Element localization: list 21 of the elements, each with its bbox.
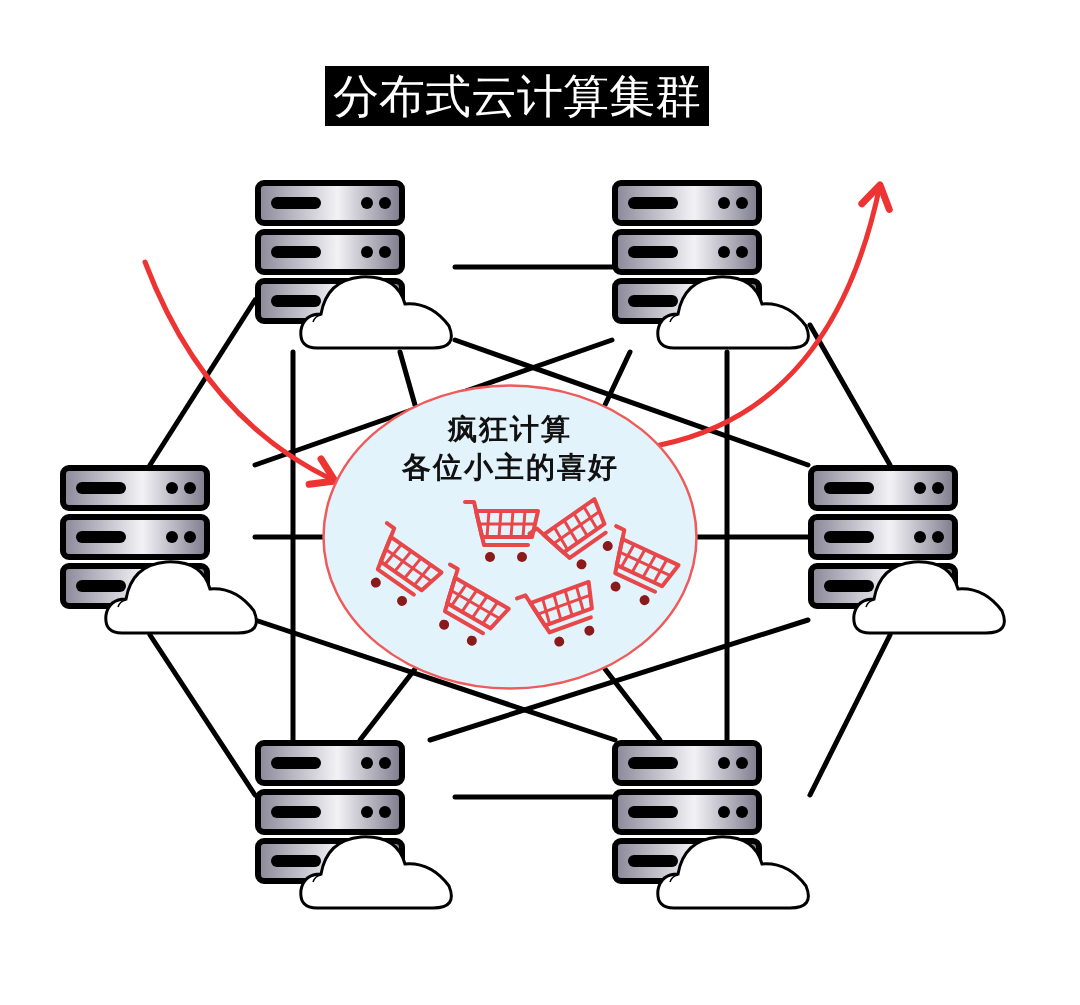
server-cloud-drawing [60,465,255,635]
connector-line [807,322,893,468]
connector-line [602,666,663,743]
connector-line [397,349,418,408]
server-cloud-drawing [808,465,1005,635]
connector-line [602,349,633,408]
curved-arrow [657,181,893,448]
title-banner: 分布式云计算集群 [325,66,709,126]
connector-line [357,666,418,743]
bubble-text: 各位小主的喜好 [400,450,620,484]
server-cloud-drawing [255,740,455,912]
connector-line [452,337,811,468]
bubble-text: 疯狂计算 [446,412,573,446]
server-cloud-drawing [255,180,455,352]
highlight-ellipse [322,384,698,690]
connector-line [724,349,730,743]
connector-line [290,349,296,743]
server-cloud-drawing [612,180,810,352]
connector-line [427,617,811,743]
curved-arrow [142,259,339,487]
server-cloud-drawing [612,740,810,912]
